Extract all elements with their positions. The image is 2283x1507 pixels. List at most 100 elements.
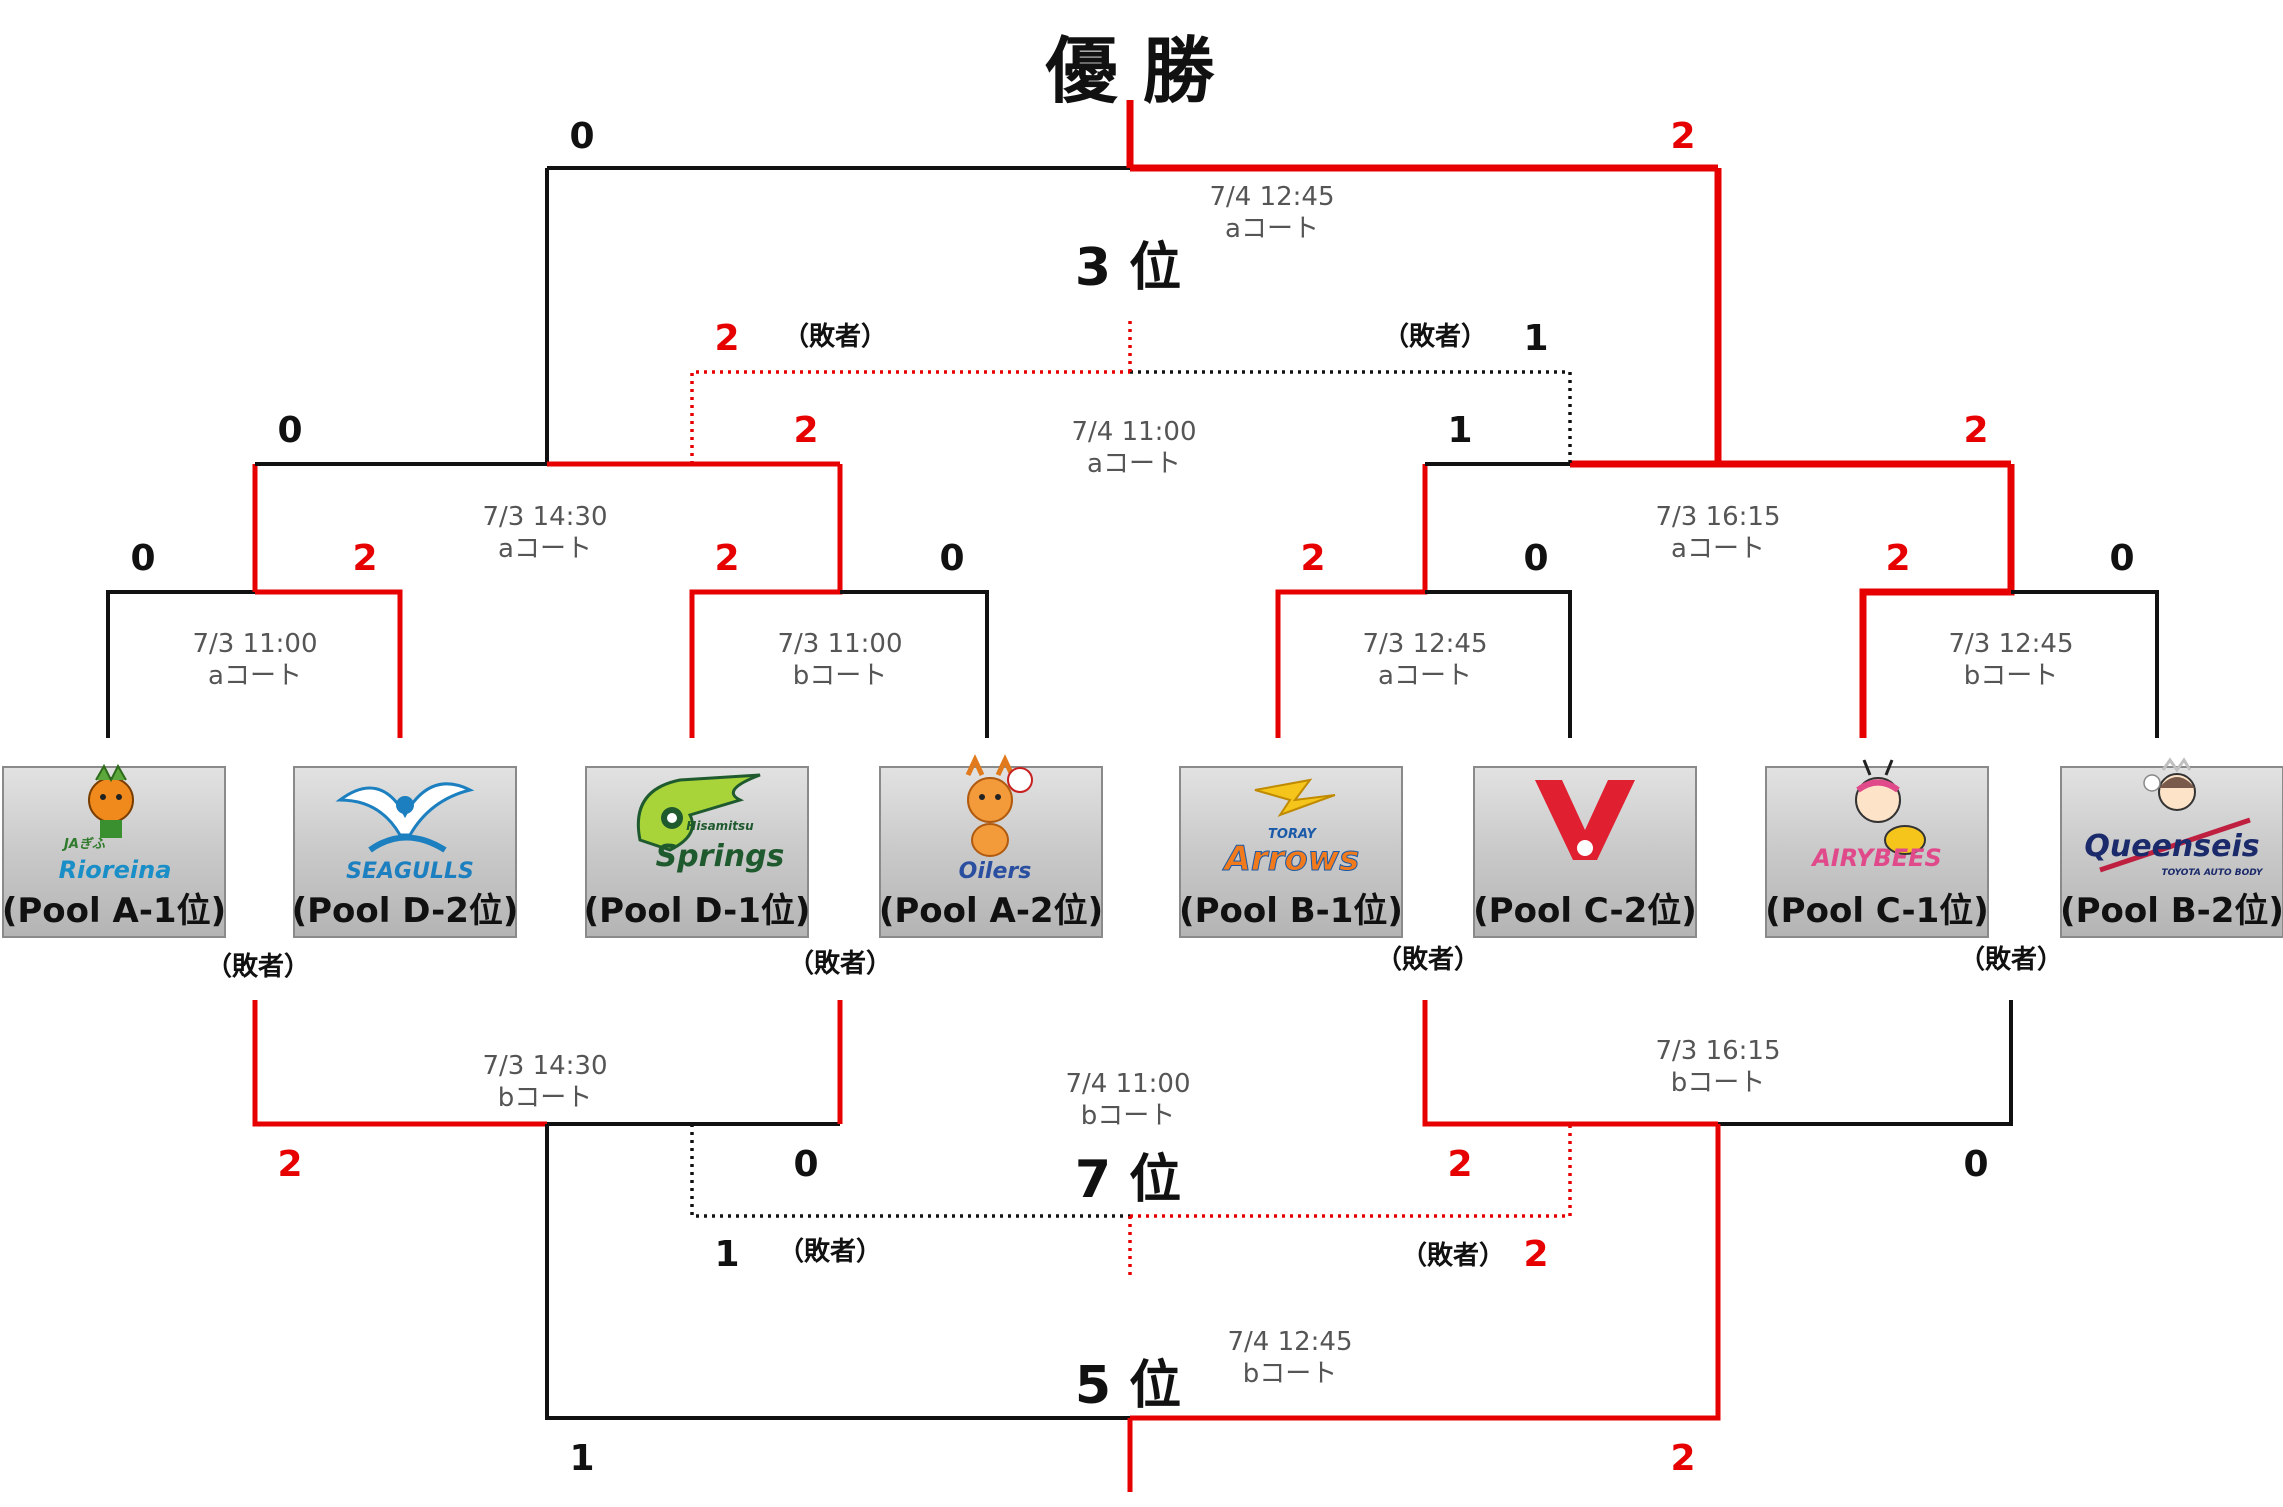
- seventh-place-title: 7 位: [1075, 1150, 1181, 1210]
- orange-mascot-icon: [88, 763, 134, 838]
- seventh-date: 7/4 11:00: [1065, 1069, 1190, 1099]
- r1-3-score-right: 0: [1523, 538, 1548, 579]
- sf2-score-right: 2: [1963, 410, 1988, 451]
- team-box-pool-d-1[interactable]: Hisamitsu Springs (Pool D-1位): [584, 766, 811, 938]
- fifth-place-title: 5 位: [1075, 1356, 1181, 1416]
- r1-4-date: 7/3 12:45: [1948, 629, 2073, 659]
- r1-1-date: 7/3 11:00: [192, 629, 317, 659]
- seventh-score-right: 2: [1523, 1234, 1548, 1275]
- cons1-court: bコート: [498, 1083, 593, 1113]
- team-box-pool-b-2[interactable]: Queenseis TOYOTA AUTO BODY (Pool B-2位): [2060, 757, 2283, 938]
- team-label: (Pool A-1位): [2, 891, 226, 931]
- seagull-icon: [335, 782, 475, 853]
- loser-label: （敗者）: [783, 321, 887, 352]
- logo-text: AIRYBEES: [1810, 844, 1942, 872]
- r1-3-court: aコート: [1378, 661, 1472, 691]
- r1-3-score-left: 2: [1300, 538, 1325, 579]
- cons1-score-left: 2: [277, 1144, 302, 1185]
- final-score-right: 2: [1670, 116, 1695, 157]
- queen-mascot-icon: [2099, 757, 2251, 873]
- final-date: 7/4 12:45: [1209, 182, 1334, 212]
- loser-label: （敗者）: [788, 948, 892, 979]
- logo-text: Queenseis: [2084, 829, 2259, 864]
- loser-label: （敗者）: [1401, 1240, 1505, 1271]
- logo-text: Oilers: [959, 859, 1032, 884]
- bee-mascot-icon: [1855, 759, 1926, 855]
- sf2-court: aコート: [1671, 534, 1765, 564]
- team-label: (Pool C-2位): [1473, 891, 1697, 931]
- team-label: (Pool D-1位): [584, 891, 811, 931]
- team-box-pool-a-1[interactable]: JAぎふ Rioreina (Pool A-1位): [2, 763, 226, 938]
- team-label: (Pool D-2位): [292, 891, 519, 931]
- team-label: (Pool C-1位): [1765, 891, 1989, 931]
- team-box-pool-d-2[interactable]: SEAGULLS (Pool D-2位): [292, 766, 519, 938]
- third-place-title: 3 位: [1075, 238, 1181, 298]
- cons2-date: 7/3 16:15: [1655, 1036, 1780, 1066]
- red-v-logo-icon: [1535, 780, 1635, 860]
- champion-title: 優 勝: [1044, 29, 1215, 113]
- r1-2-score-left: 2: [714, 538, 739, 579]
- logo-text: Arrows: [1222, 839, 1360, 879]
- upper-bracket-lines: [106, 100, 2159, 738]
- logo-text: SEAGULLS: [346, 859, 474, 884]
- third-score-left: 2: [714, 318, 739, 359]
- loser-label: （敗者）: [1959, 944, 2063, 975]
- team-box-pool-a-2[interactable]: Oilers (Pool A-2位): [879, 754, 1103, 938]
- logo-text: Rioreina: [59, 856, 172, 884]
- loser-label: （敗者）: [206, 951, 310, 982]
- r1-4-score-right: 0: [2109, 538, 2134, 579]
- fifth-date: 7/4 12:45: [1227, 1327, 1352, 1357]
- logo-sub-text: TORAY: [1268, 827, 1317, 842]
- logo-sub-text: JAぎふ: [61, 836, 106, 852]
- logo-text: Springs: [656, 839, 785, 874]
- sf1-score-right: 2: [793, 410, 818, 451]
- r1-2-score-right: 0: [939, 538, 964, 579]
- logo-sub-text: TOYOTA AUTO BODY: [2161, 868, 2264, 878]
- team-label: (Pool A-2位): [879, 891, 1103, 931]
- deer-mascot-icon: [965, 754, 1033, 857]
- fifth-score-left: 1: [569, 1438, 594, 1479]
- fifth-score-right: 2: [1670, 1438, 1695, 1479]
- lower-bracket-lines: [252, 1000, 2013, 1492]
- team-label: (Pool B-2位): [2060, 891, 2283, 931]
- r1-2-court: bコート: [793, 661, 888, 691]
- team-label: (Pool B-1位): [1179, 891, 1403, 931]
- r1-3-date: 7/3 12:45: [1362, 629, 1487, 659]
- cons1-date: 7/3 14:30: [482, 1051, 607, 1081]
- bird-head-icon: [636, 773, 761, 852]
- r1-4-score-left: 2: [1885, 538, 1910, 579]
- final-score-left: 0: [569, 116, 594, 157]
- cons2-court: bコート: [1671, 1068, 1766, 1098]
- loser-label: （敗者）: [1383, 321, 1487, 352]
- loser-labels: （敗者） （敗者） （敗者） （敗者） （敗者） （敗者） （敗者） （敗者）: [206, 321, 2063, 1271]
- r1-2-date: 7/3 11:00: [777, 629, 902, 659]
- arrow-logo-icon: [1254, 778, 1336, 817]
- seventh-court: bコート: [1081, 1101, 1176, 1131]
- sf1-score-left: 0: [277, 410, 302, 451]
- r1-1-court: aコート: [208, 661, 302, 691]
- team-box-pool-c-1[interactable]: AIRYBEES (Pool C-1位): [1765, 759, 1989, 938]
- cons2-score-left: 2: [1447, 1144, 1472, 1185]
- loser-label: （敗者）: [778, 1236, 882, 1267]
- r1-1-score-right: 2: [352, 538, 377, 579]
- third-court: aコート: [1087, 449, 1181, 479]
- sf1-court: aコート: [498, 534, 592, 564]
- sf2-score-left: 1: [1447, 410, 1472, 451]
- scores: 0 2 2 1 0 2 1 2 0 2 2 0 2 0 2 0 2 0 2 0 …: [130, 116, 2134, 1479]
- team-box-pool-c-2[interactable]: (Pool C-2位): [1473, 766, 1697, 938]
- cons1-score-right: 0: [793, 1144, 818, 1185]
- third-score-right: 1: [1523, 318, 1548, 359]
- sf2-date: 7/3 16:15: [1655, 502, 1780, 532]
- r1-4-court: bコート: [1964, 661, 2059, 691]
- team-box-pool-b-1[interactable]: TORAY Arrows (Pool B-1位): [1179, 766, 1403, 938]
- loser-label: （敗者）: [1376, 944, 1480, 975]
- sf1-date: 7/3 14:30: [482, 502, 607, 532]
- seventh-score-left: 1: [714, 1234, 739, 1275]
- fifth-court: bコート: [1243, 1359, 1338, 1389]
- match-info: 7/4 12:45 aコート 7/4 11:00 aコート 7/3 14:30 …: [192, 182, 2073, 1389]
- final-court: aコート: [1225, 214, 1319, 244]
- cons2-score-right: 0: [1963, 1144, 1988, 1185]
- r1-1-score-left: 0: [130, 538, 155, 579]
- third-date: 7/4 11:00: [1071, 417, 1196, 447]
